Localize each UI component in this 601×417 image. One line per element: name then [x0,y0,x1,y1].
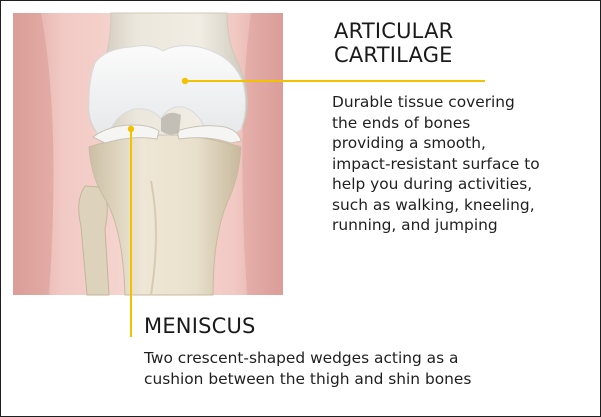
articular-cartilage-title: ARTICULAR CARTILAGE [334,19,453,67]
description-line: running, and jumping [332,215,540,236]
meniscus-title: MENISCUS [144,314,256,338]
meniscus-title-text: MENISCUS [144,314,256,338]
description-line: Two crescent-shaped wedges acting as a [144,348,471,369]
articular-cartilage-description: Durable tissue covering the ends of bone… [332,92,540,236]
description-line: providing a smooth, [332,133,540,154]
description-line: help you during activities, [332,174,540,195]
description-line: such as walking, kneeling, [332,195,540,216]
description-line: the ends of bones [332,113,540,134]
description-line: Durable tissue covering [332,92,540,113]
articular-cartilage-title-line: ARTICULAR [334,19,453,43]
meniscus-description: Two crescent-shaped wedges acting as a c… [144,348,471,389]
articular-cartilage-title-line: CARTILAGE [334,43,453,67]
description-line: impact-resistant surface to [332,154,540,175]
description-line: cushion between the thigh and shin bones [144,369,471,390]
